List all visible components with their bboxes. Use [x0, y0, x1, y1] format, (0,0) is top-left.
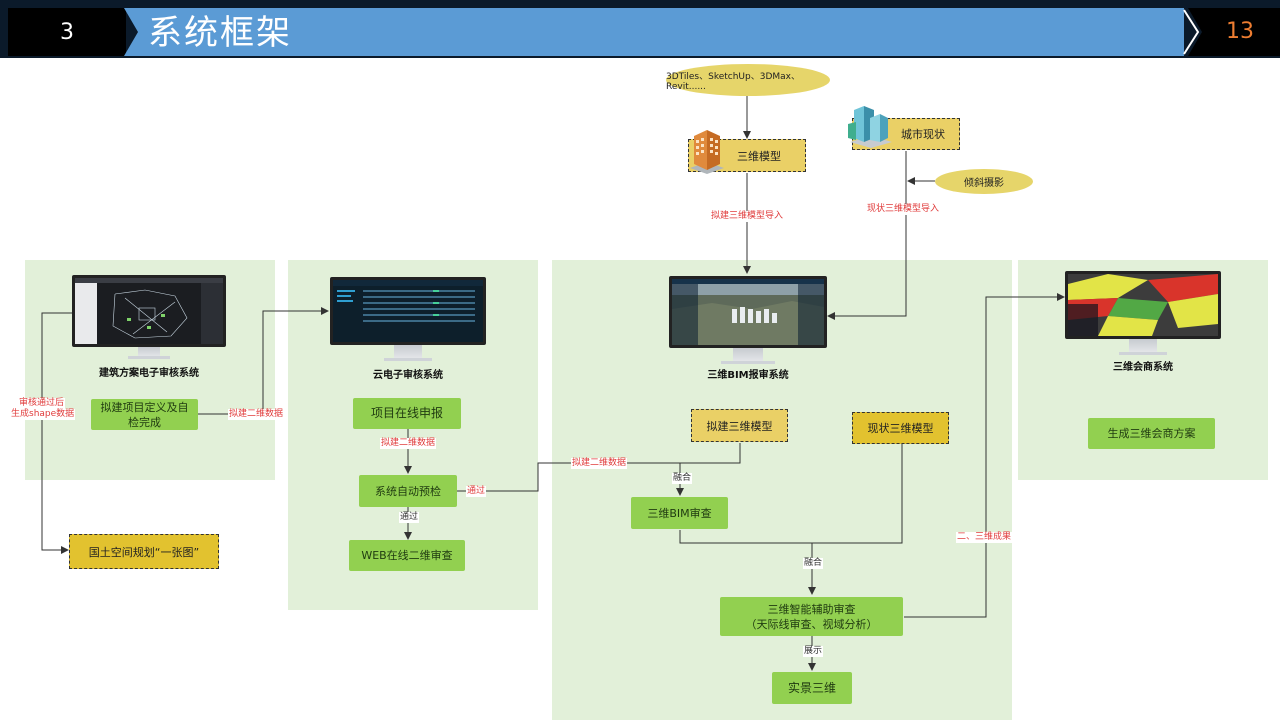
online-apply-box: 项目在线申报 [353, 398, 461, 429]
consult-plan-label: 生成三维会商方案 [1107, 427, 1196, 440]
arch-system-label: 建筑方案电子审核系统 [99, 368, 199, 379]
page-number: 13 [1226, 19, 1254, 44]
proposed-3d-label: 拟建三维模型 [706, 419, 773, 433]
define-check-box: 拟建项目定义及自检完成 [91, 399, 198, 430]
proposed-3d-box: 拟建三维模型 [691, 409, 788, 442]
edge-label-merge-b: 融合 [803, 558, 824, 569]
cad-screen [75, 278, 223, 344]
live-3d-label: 实景三维 [787, 680, 836, 695]
smart-review-label-1: 三维智能辅助审查 [767, 602, 856, 616]
bim-monitor [669, 276, 827, 366]
page-tab [1188, 8, 1280, 56]
slide-title: 系统框架 [148, 13, 292, 53]
bim-review-label: 三维BIM审查 [647, 506, 712, 520]
consult-system-label: 三维会商系统 [1113, 362, 1173, 373]
online-apply-label: 项目在线申报 [370, 406, 443, 420]
edge-label-merge-a: 融合 [672, 473, 693, 484]
consult-plan-box: 生成三维会商方案 [1088, 418, 1215, 449]
edge-label-proposed-2d-a: 拟建二维数据 [228, 409, 285, 420]
edge-label-show: 展示 [803, 646, 824, 657]
edge-label-after-review-1: 审核通过后 [18, 398, 66, 409]
smart-review-label-2: （天际线审查、视域分析） [745, 617, 878, 631]
edge-label-after-review-2: 生成shape数据 [10, 409, 76, 420]
land-plan-label: 国土空间规划“一张图” [88, 545, 200, 559]
consult-monitor [1065, 271, 1221, 357]
edge-label-proposed-2d-b: 拟建二维数据 [380, 438, 437, 449]
building-icon [690, 130, 724, 174]
city-buildings-icon [848, 106, 892, 148]
status-3d-box: 现状三维模型 [852, 412, 949, 444]
cloud-system-label: 云电子审核系统 [373, 370, 443, 381]
header-chevron-icon [1183, 9, 1200, 55]
web-review-label: WEB在线二维审查 [361, 549, 453, 562]
bim-review-box: 三维BIM审查 [631, 497, 728, 529]
cloud-monitor [330, 277, 486, 363]
smart-review-box: 三维智能辅助审查 （天际线审查、视域分析） [720, 597, 903, 636]
bim-screen [672, 279, 824, 345]
auto-check-label: 系统自动预检 [375, 484, 441, 498]
cloud-screen [333, 280, 483, 322]
city-status-label: 城市现状 [901, 128, 945, 141]
edge-label-pass-a: 通过 [466, 486, 487, 497]
edge-label-result-23d: 二、三维成果 [956, 532, 1013, 543]
edge-label-import-status: 现状三维模型导入 [866, 204, 941, 215]
live-3d-box: 实景三维 [772, 672, 852, 704]
formats-ellipse: 3DTiles、SketchUp、3DMax、Revit...... [666, 64, 830, 96]
web-review-box: WEB在线二维审查 [349, 540, 465, 571]
status-3d-label: 现状三维模型 [867, 422, 934, 435]
auto-check-box: 系统自动预检 [359, 475, 457, 507]
edge-label-pass-b: 通过 [399, 512, 420, 523]
edge-label-import-proposed: 拟建三维模型导入 [710, 211, 785, 222]
model-3d-label: 三维模型 [737, 149, 781, 163]
oblique-photo-ellipse: 倾斜摄影 [935, 169, 1033, 194]
bim-system-label: 三维BIM报审系统 [707, 370, 789, 381]
consult-screen [1068, 274, 1218, 336]
edge-label-proposed-2d-c: 拟建二维数据 [571, 458, 628, 469]
arch-monitor [72, 275, 226, 361]
section-number: 3 [8, 8, 126, 56]
title-band [124, 8, 1184, 56]
land-plan-box: 国土空间规划“一张图” [69, 534, 219, 569]
define-check-label: 拟建项目定义及自检完成 [100, 400, 189, 429]
